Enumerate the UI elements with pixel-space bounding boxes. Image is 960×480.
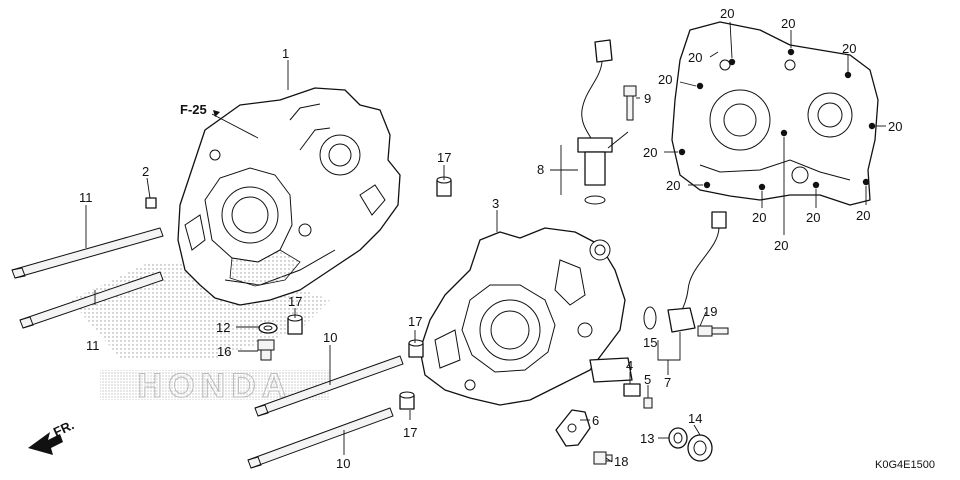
neutral-switch xyxy=(643,211,729,337)
callout-10-upper: 10 xyxy=(323,330,337,345)
callout-20-e: 20 xyxy=(688,50,702,65)
callout-16: 16 xyxy=(217,344,231,359)
right-crankcase xyxy=(419,227,633,406)
front-direction-label: FR. xyxy=(51,417,76,439)
callouts: 1 2 3 4 5 6 7 8 9 10 10 11 11 12 13 14 1… xyxy=(79,6,902,471)
dowel-4 xyxy=(623,383,653,409)
diagram-code: K0G4E1500 xyxy=(875,459,935,471)
leader-lines xyxy=(85,21,886,463)
callout-2: 2 xyxy=(142,164,149,179)
callout-11-lower: 11 xyxy=(86,338,100,353)
callout-20-b: 20 xyxy=(781,16,795,31)
callout-10-lower: 10 xyxy=(336,456,350,471)
callout-20-h: 20 xyxy=(666,178,680,193)
callout-17-a: 17 xyxy=(437,150,451,165)
drain-bolt xyxy=(257,322,278,361)
callout-17-d: 17 xyxy=(403,425,417,440)
callout-12: 12 xyxy=(216,320,230,335)
callout-11-upper: 11 xyxy=(79,190,93,205)
callout-8: 8 xyxy=(537,162,544,177)
callout-14: 14 xyxy=(688,411,702,426)
callout-20-j: 20 xyxy=(806,210,820,225)
callout-17-c: 17 xyxy=(408,314,422,329)
dowels-17 xyxy=(287,176,452,410)
callout-20-c: 20 xyxy=(842,41,856,56)
plate-6 xyxy=(555,409,613,465)
callout-20-i: 20 xyxy=(752,210,766,225)
callout-7: 7 xyxy=(664,375,671,390)
honda-watermark-text: HONDA xyxy=(138,367,293,405)
callout-20-d: 20 xyxy=(658,72,672,87)
callout-9: 9 xyxy=(644,91,651,106)
speed-sensor xyxy=(577,39,629,205)
crankcase-cover xyxy=(671,21,879,206)
callout-20-a: 20 xyxy=(720,6,734,21)
left-crankcase xyxy=(177,87,401,306)
callout-15: 15 xyxy=(643,335,657,350)
ref-f25: F-25 xyxy=(180,102,207,117)
callout-6: 6 xyxy=(592,413,599,428)
callout-1: 1 xyxy=(282,46,289,61)
callout-20-k: 20 xyxy=(856,208,870,223)
callout-3: 3 xyxy=(492,196,499,211)
callout-18: 18 xyxy=(614,454,628,469)
studs xyxy=(11,227,404,469)
callout-20-g: 20 xyxy=(643,145,657,160)
dowel-2 xyxy=(145,197,157,209)
callout-19: 19 xyxy=(703,304,717,319)
front-direction-arrow-icon xyxy=(28,432,63,455)
callout-17-b: 17 xyxy=(288,294,302,309)
bolt-9 xyxy=(623,85,637,121)
callout-4: 4 xyxy=(626,358,633,373)
callout-5: 5 xyxy=(644,372,651,387)
callout-20-f: 20 xyxy=(888,119,902,134)
bearing-13-14 xyxy=(668,427,713,462)
callout-13: 13 xyxy=(640,431,654,446)
callout-20-l: 20 xyxy=(774,238,788,253)
